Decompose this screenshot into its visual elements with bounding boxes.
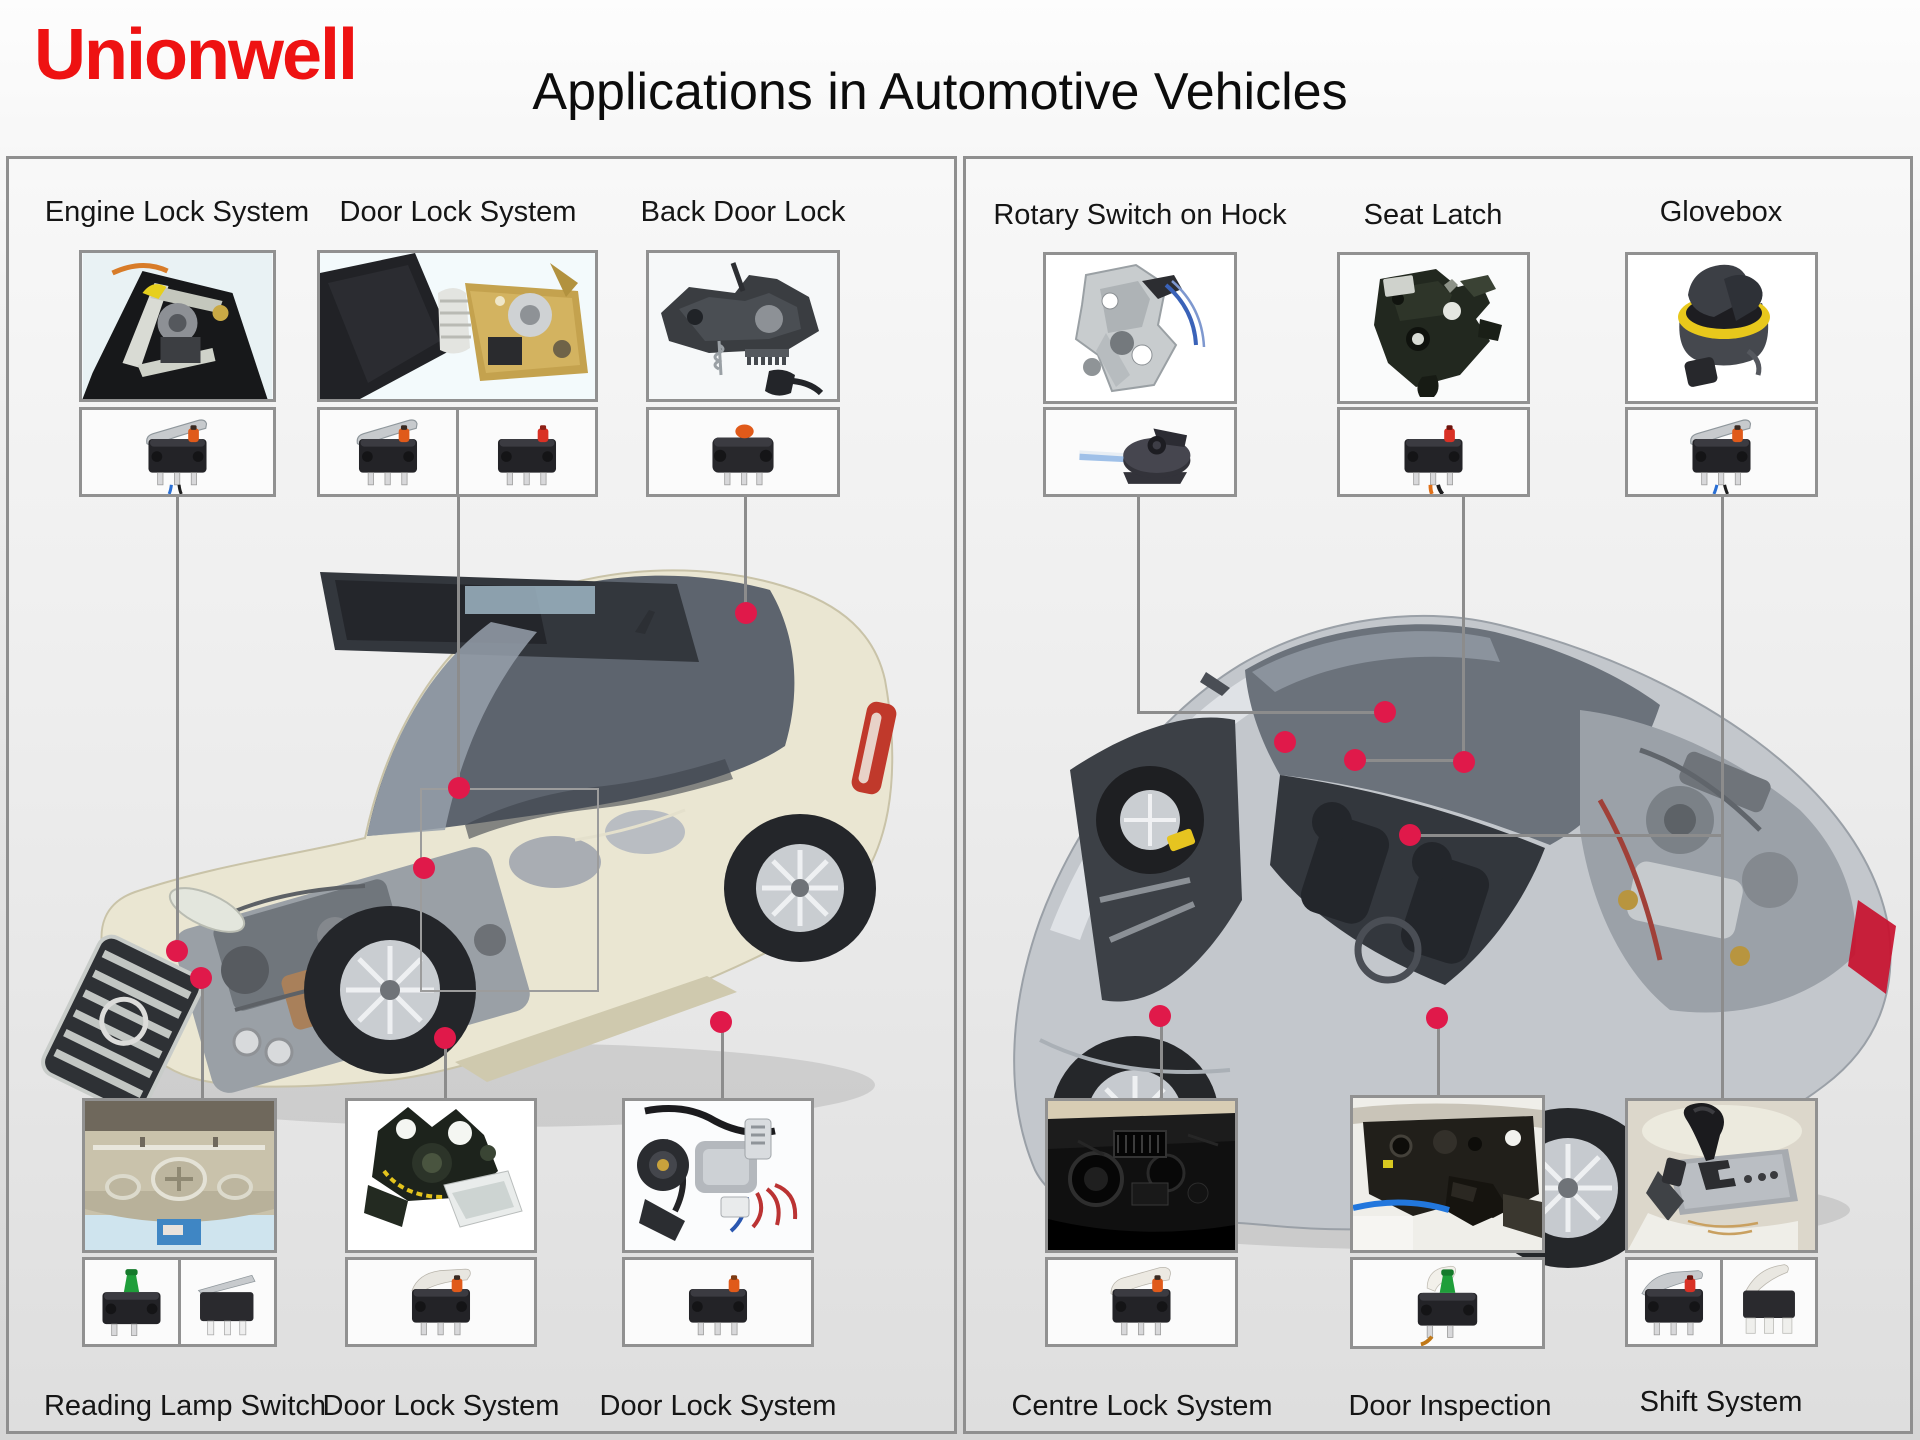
door-inner-panel-icon: [1353, 1098, 1542, 1250]
photo-back-door-latch: [646, 250, 840, 402]
photo-door-lock-actuator: [317, 250, 598, 402]
application-point-dot: [1426, 1007, 1448, 1029]
label-engine-lock-system: Engine Lock System: [44, 196, 310, 228]
application-point-dot: [1149, 1005, 1171, 1027]
switch-box-back-door: [646, 407, 840, 497]
brand-logo: Unionwell: [34, 15, 358, 95]
micro-switch-lever-wired-icon: [82, 410, 273, 494]
application-point-dot: [448, 777, 470, 799]
gear-shifter-assembly-icon: [1628, 1101, 1815, 1250]
micro-switch-lever-orange-icon: [320, 410, 456, 494]
switch-box-seat-latch: [1337, 407, 1530, 497]
application-point-dot: [710, 1011, 732, 1033]
application-point-dot: [1374, 701, 1396, 723]
label-door-inspection: Door Inspection: [1348, 1390, 1552, 1422]
micro-switch-red-plunger-icon: [456, 410, 595, 494]
connector-seat-latch-h: [1355, 759, 1465, 762]
photo-door-lock-harness: [622, 1098, 814, 1253]
label-back-door-lock: Back Door Lock: [640, 196, 846, 228]
label-centre-lock-system: Centre Lock System: [1011, 1390, 1273, 1422]
application-point-dot: [434, 1027, 456, 1049]
application-point-dot: [1453, 751, 1475, 773]
micro-switch-orange-plunger-icon: [625, 1260, 811, 1344]
label-door-lock-system-top: Door Lock System: [339, 196, 577, 228]
photo-engine-lock: [79, 250, 276, 402]
connector-door-inspection: [1437, 1020, 1440, 1098]
switch-box-shift: [1625, 1257, 1818, 1347]
label-door-lock-system-bottom-2: Door Lock System: [599, 1390, 837, 1422]
door-lock-wiring-harness-icon: [625, 1101, 811, 1250]
switch-box-reading-lamp: [82, 1257, 277, 1347]
glovebox-cup-icon: [1628, 255, 1815, 401]
photo-shift-system: [1625, 1098, 1818, 1253]
micro-switch-red-plunger-wired-icon: [1340, 410, 1527, 494]
switch-box-door-lock-bottom-2: [622, 1257, 814, 1347]
rotary-micro-switch-wired-icon: [1046, 410, 1234, 494]
door-lock-actuator-icon: [320, 253, 595, 399]
connector-glovebox-h: [1413, 834, 1721, 837]
connector-rotary-switch: [1137, 497, 1140, 714]
micro-switch-sealed-orange-icon: [649, 410, 837, 494]
hood-latch-bracket-icon: [1046, 255, 1234, 401]
application-point-dot: [1344, 749, 1366, 771]
label-reading-lamp-switch: Reading Lamp Switch: [43, 1390, 327, 1422]
connector-reading-lamp: [201, 980, 204, 1098]
connector-glovebox-shift: [1721, 497, 1724, 1098]
label-door-lock-system-bottom-1: Door Lock System: [322, 1390, 560, 1422]
connector-rotary-switch-h: [1137, 711, 1383, 714]
photo-door-lock-module: [345, 1098, 537, 1253]
connector-engine-lock: [176, 497, 179, 952]
connector-door-lock-bottom-2: [721, 1024, 724, 1098]
seat-area-outline: [420, 788, 599, 992]
micro-switch-lever-red-icon: [1628, 1260, 1720, 1344]
switch-box-door-lock-top: [317, 407, 598, 497]
switch-box-engine-lock: [79, 407, 276, 497]
door-lock-module-icon: [348, 1101, 534, 1250]
label-rotary-switch-on-hock: Rotary Switch on Hock: [993, 199, 1287, 231]
application-point-dot: [1274, 731, 1296, 753]
application-point-dot: [735, 602, 757, 624]
micro-switch-lever-orange-icon: [1048, 1260, 1235, 1344]
overhead-reading-lamp-console-icon: [85, 1101, 274, 1250]
application-point-dot: [413, 857, 435, 879]
label-glovebox: Glovebox: [1659, 196, 1783, 228]
photo-door-inspection: [1350, 1095, 1545, 1253]
connector-seat-latch: [1462, 497, 1465, 762]
micro-switch-green-plunger-lever-icon: [1353, 1260, 1542, 1346]
application-point-dot: [1399, 824, 1421, 846]
micro-switch-green-plunger-icon: [85, 1260, 178, 1344]
connector-door-lock-bottom-1: [444, 1040, 447, 1098]
micro-switch-lever-small-icon: [178, 1260, 274, 1344]
micro-switch-lever-orange-icon: [1628, 410, 1815, 494]
switch-box-glovebox: [1625, 407, 1818, 497]
photo-hood-latch: [1043, 252, 1237, 404]
dashboard-centre-lock-icon: [1048, 1101, 1235, 1250]
micro-switch-lever-white-icon: [1720, 1260, 1815, 1344]
connector-centre-lock: [1160, 1018, 1163, 1098]
engine-lock-mechanism-icon: [82, 253, 273, 399]
connector-door-lock-top: [457, 497, 460, 788]
photo-centre-lock: [1045, 1098, 1238, 1253]
label-seat-latch: Seat Latch: [1363, 199, 1503, 231]
photo-glovebox: [1625, 252, 1818, 404]
connector-back-door-lock: [744, 497, 747, 610]
label-shift-system: Shift System: [1639, 1386, 1803, 1418]
application-point-dot: [190, 967, 212, 989]
switch-box-door-inspection: [1350, 1257, 1545, 1349]
photo-seat-latch: [1337, 252, 1530, 404]
photo-reading-lamp: [82, 1098, 277, 1253]
switch-box-rotary: [1043, 407, 1237, 497]
switch-box-door-lock-bottom-1: [345, 1257, 537, 1347]
seat-latch-plate-icon: [1340, 255, 1527, 401]
back-door-latch-icon: [649, 253, 837, 399]
page-title: Applications in Automotive Vehicles: [532, 63, 1348, 121]
switch-box-centre-lock: [1045, 1257, 1238, 1347]
application-point-dot: [166, 940, 188, 962]
micro-switch-lever-orange-icon: [348, 1260, 534, 1344]
